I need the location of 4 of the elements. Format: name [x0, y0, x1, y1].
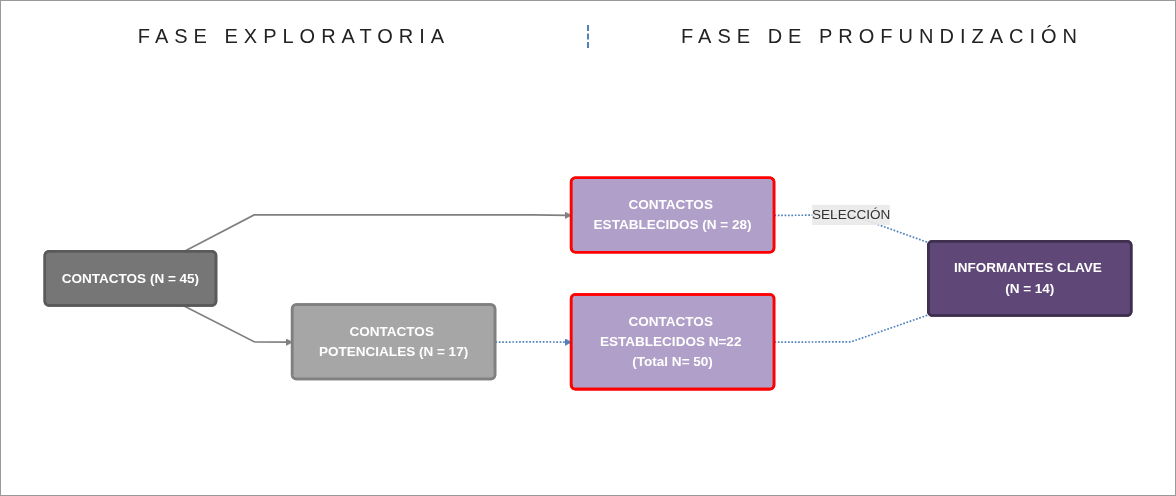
phase-heading: FASE EXPLORATORIA [137, 24, 451, 47]
phase-heading: FASE DE PROFUNDIZACIÓN [681, 24, 1083, 47]
arrow [182, 304, 293, 346]
edge-label: SELECCIÓN [812, 206, 891, 222]
